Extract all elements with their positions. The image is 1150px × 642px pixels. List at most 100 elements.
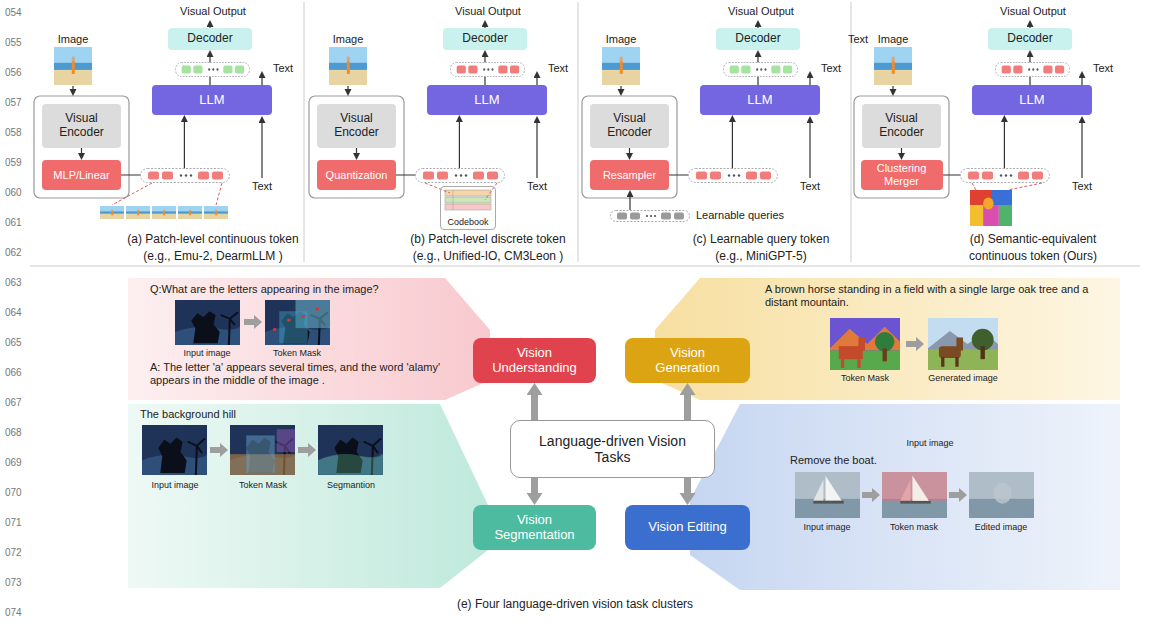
encoder-outline	[582, 96, 677, 198]
question-text: Q:What are the letters appearing in the …	[150, 283, 379, 296]
text-label: Text	[252, 180, 272, 193]
encoder-box: Visual Encoder	[42, 104, 121, 148]
line-number: 065	[5, 337, 22, 349]
panel-caption: (b) Patch-level discrete token	[410, 232, 565, 246]
segmentation-art	[142, 425, 383, 475]
task-box: Vision Generation	[625, 338, 750, 383]
codebook-box: Codebook	[440, 186, 496, 230]
line-number: 055	[5, 37, 22, 49]
flow-arrow	[901, 148, 902, 153]
input-label: Image	[878, 33, 909, 46]
line-number: 058	[5, 127, 22, 139]
hub-box: Language-driven Vision Tasks	[510, 420, 715, 478]
input-label: Image	[58, 33, 89, 46]
codebook-table	[445, 190, 491, 210]
flow-arrow	[81, 148, 82, 153]
task-arrow	[531, 395, 538, 420]
encoder-box: Visual Encoder	[590, 104, 669, 148]
output-label: Visual Output	[1000, 5, 1066, 18]
line-number: 074	[5, 607, 22, 619]
image-label: Edited image	[975, 522, 1028, 533]
task-arrow	[531, 478, 538, 493]
node-text: Visual Encoder	[599, 112, 661, 140]
line-number: 060	[5, 187, 22, 199]
image-label: Input image	[151, 480, 198, 491]
output-label: Visual Output	[180, 5, 246, 18]
input-photo	[142, 425, 207, 475]
task-regions	[128, 278, 1120, 590]
separator-line	[304, 2, 305, 262]
step-arrow	[298, 443, 316, 457]
flow-arrow	[1081, 78, 1082, 85]
leader-line	[425, 183, 450, 193]
image-label: Token Mask	[273, 348, 321, 359]
node-text: Visual Encoder	[871, 112, 933, 140]
token-bar	[416, 169, 505, 183]
query-bar	[611, 211, 690, 222]
separator-line	[30, 266, 1140, 267]
answer-text: A: The letter 'a' appears several times,…	[150, 361, 465, 387]
panel-caption: (d) Semantic-equivalent	[970, 232, 1097, 246]
image-label: Token Mask	[841, 373, 889, 384]
node-text: Quantization	[326, 169, 388, 182]
image-label: Segmantion	[327, 480, 375, 491]
encoder-box: Visual Encoder	[317, 104, 396, 148]
decoder-box: Decoder	[716, 28, 800, 50]
panel-caption: continuous token (Ours)	[969, 249, 1097, 263]
flow-arrow	[396, 122, 459, 175]
input-photo	[874, 47, 912, 85]
input-photo	[329, 47, 367, 85]
line-number: 071	[5, 517, 22, 529]
flow-arrow	[629, 148, 630, 153]
text-label: Text	[1093, 62, 1113, 75]
image-label: Token Mask	[239, 480, 287, 491]
token-bar	[450, 63, 524, 77]
node-text: Visual Encoder	[326, 112, 388, 140]
llm-box: LLM	[972, 85, 1092, 115]
node-text: Decoder	[1007, 32, 1052, 46]
decoder-box: Decoder	[168, 28, 252, 50]
node-text: Decoder	[187, 32, 232, 46]
prompt-text: The background hill	[140, 408, 236, 421]
step-arrow	[862, 488, 880, 502]
input-label: Image	[606, 33, 637, 46]
flow-arrow	[72, 86, 73, 89]
line-number: 061	[5, 217, 22, 229]
flow-arrow	[261, 123, 262, 178]
llm-box: LLM	[427, 85, 547, 115]
node-text: Visual Encoder	[51, 112, 113, 140]
node-text: Decoder	[735, 32, 780, 46]
text-label: Text	[548, 62, 568, 75]
panel-caption: (c) Learnable query token	[693, 232, 830, 246]
line-number: 056	[5, 67, 22, 79]
flow-arrow	[356, 148, 357, 153]
adapter-box: MLP/Linear	[42, 160, 121, 190]
token-mask-image	[265, 300, 330, 345]
image-label: Generated image	[928, 373, 998, 384]
line-number: 059	[5, 157, 22, 169]
line-number: 067	[5, 397, 22, 409]
panel-caption: (a) Patch-level continuous token	[127, 232, 298, 246]
prompt-text: A brown horse standing in a field with a…	[765, 283, 1110, 309]
line-number: 069	[5, 457, 22, 469]
line-number: 066	[5, 367, 22, 379]
node-text: Vision Editing	[648, 520, 727, 535]
step-arrow	[210, 443, 228, 457]
adapter-box: Clustering Merger	[861, 160, 943, 190]
understanding-art	[175, 300, 330, 345]
flow-arrow	[536, 78, 537, 85]
input-label: Text	[848, 33, 868, 46]
output-label: Visual Output	[455, 5, 521, 18]
task-box: Vision Editing	[625, 505, 750, 550]
line-number: 054	[5, 7, 22, 19]
decoder-box: Decoder	[988, 28, 1072, 50]
line-number: 070	[5, 487, 22, 499]
node-text: Clustering Merger	[865, 162, 939, 187]
flow-arrow	[1081, 123, 1082, 178]
task-arrow	[684, 395, 691, 420]
line-number: 063	[5, 277, 22, 289]
cluster-image	[970, 190, 1012, 226]
text-label: Text	[273, 62, 293, 75]
image-label: Token mask	[890, 522, 938, 533]
